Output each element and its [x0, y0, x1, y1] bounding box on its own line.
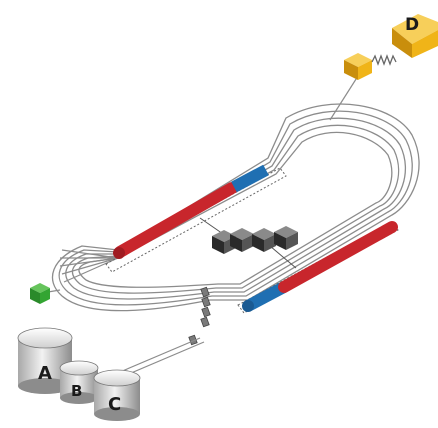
dark-cube-3 [252, 228, 276, 252]
upper-straight-section [113, 164, 269, 259]
dark-cube-4 [274, 226, 298, 250]
cylinder-b: B [59, 360, 99, 404]
gold-box-d: D [392, 14, 438, 58]
d-feed-line [329, 75, 359, 121]
c-feed-line [119, 337, 201, 373]
upper-blue-segment [231, 164, 269, 193]
spring [371, 54, 397, 66]
lower-red-segment [278, 221, 398, 293]
label-b: B [71, 382, 82, 400]
cylinder-c: C [93, 369, 141, 421]
label-a: A [38, 363, 52, 384]
upper-red-endcap [113, 247, 125, 259]
small-modules [188, 286, 211, 346]
ring-loop-4 [71, 124, 400, 294]
ring-loops [51, 103, 420, 312]
green-cube [30, 283, 50, 304]
lower-blue-segment [245, 281, 287, 312]
ring-loop-5 [78, 131, 393, 288]
c-feed-line-2 [123, 341, 205, 377]
lower-straight-section [242, 221, 398, 312]
label-d: D [405, 15, 419, 35]
cube-chain [212, 226, 298, 254]
ring-loop-2 [58, 110, 413, 306]
ring-loop-3 [65, 117, 406, 300]
label-c: C [108, 394, 121, 415]
dark-cube-2 [230, 228, 254, 252]
ring-loop-1 [51, 103, 420, 312]
upper-red-segment [114, 182, 238, 258]
small-gold-box [344, 53, 372, 80]
lower-blue-endcap [242, 300, 254, 312]
left-fan-lines [47, 249, 119, 293]
